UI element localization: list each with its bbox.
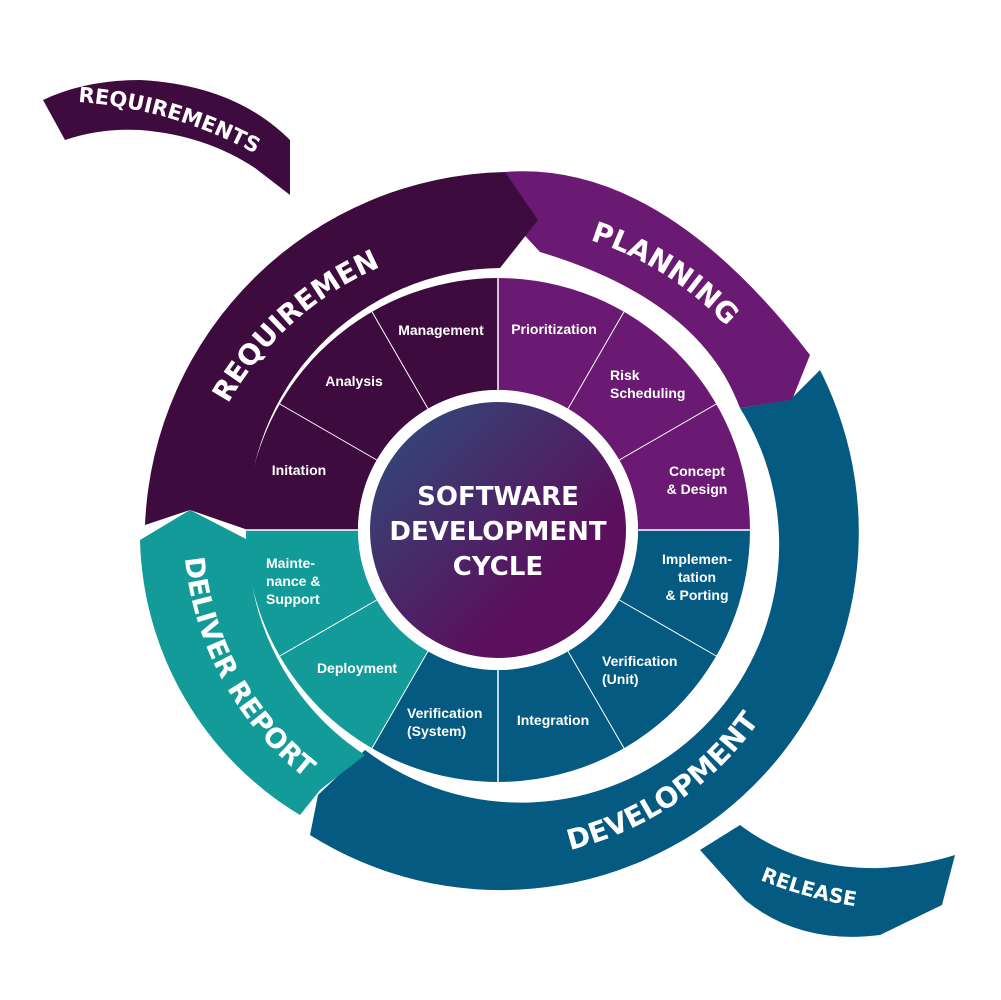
- ring-part-1: [498, 530, 750, 782]
- deliver-report-band: [140, 510, 365, 815]
- segment-label-management: Management: [398, 322, 484, 338]
- segment-label-integration: Integration: [517, 712, 589, 728]
- segment-label-line: Support: [266, 591, 320, 607]
- segment-label-concept-design: Concept & Design: [667, 463, 728, 497]
- segment-label-analysis: Analysis: [325, 373, 383, 389]
- development-band: [310, 370, 859, 891]
- segment-label-line: Analysis: [325, 373, 383, 389]
- segment-divider: [567, 311, 625, 410]
- segment-label-initiation: Initation: [272, 462, 326, 478]
- segment-divider: [371, 650, 429, 749]
- segment-label-verification-unit: Verification (Unit): [602, 653, 677, 687]
- segment-ring: [246, 278, 750, 782]
- segment-divider: [279, 403, 378, 461]
- segment-label-line: Management: [398, 322, 484, 338]
- segment-label-line: Risk: [610, 367, 640, 383]
- center-title-line1: SOFTWARE: [417, 482, 579, 512]
- ring-part-3: [246, 530, 428, 749]
- center-title-line3: CYCLE: [453, 552, 543, 582]
- segment-label-line: & Porting: [666, 587, 729, 603]
- segment-label-line: Mainte-: [266, 555, 315, 571]
- segment-label-line: Integration: [517, 712, 589, 728]
- segment-divider: [618, 403, 717, 461]
- segment-divider: [567, 650, 625, 749]
- ring-part-4: [246, 278, 498, 530]
- segment-label-line: Implemen-: [662, 551, 732, 567]
- segment-label-maintenance: Mainte-nance & Support: [266, 555, 320, 607]
- segment-divider: [618, 599, 717, 657]
- segment-label-line: (System): [407, 723, 466, 739]
- ring-part-2: [372, 651, 498, 782]
- segment-label-line: Verification: [602, 653, 677, 669]
- segment-label-line: & Design: [667, 481, 728, 497]
- ring-part-0: [498, 278, 750, 530]
- segment-label-line: Scheduling: [610, 385, 685, 401]
- center-title-line2: DEVELOPMENT: [389, 517, 606, 547]
- segment-label-deployment: Deployment: [317, 660, 397, 676]
- segment-label-line: (Unit): [602, 671, 639, 687]
- segment-label-line: Prioritization: [511, 321, 597, 337]
- segment-divider: [279, 599, 378, 657]
- segment-label-line: Concept: [669, 463, 725, 479]
- segment-label-implementation: Implemen-tation & Porting: [662, 551, 732, 603]
- planning-band: [505, 171, 810, 408]
- segment-label-prioritization: Prioritization: [511, 321, 597, 337]
- requirements-outer-arrow: [43, 80, 290, 195]
- segment-label-line: Deployment: [317, 660, 397, 676]
- segment-divider: [371, 311, 429, 410]
- segment-label-line: tation: [678, 569, 716, 585]
- center-circle: [370, 402, 626, 658]
- segment-label-verification-system: Verification (System): [407, 705, 482, 739]
- segment-label-line: Initation: [272, 462, 326, 478]
- release-arrow: [700, 825, 955, 937]
- segment-label-line: nance &: [266, 573, 320, 589]
- segment-label-line: Verification: [407, 705, 482, 721]
- requirements-band: [145, 172, 538, 530]
